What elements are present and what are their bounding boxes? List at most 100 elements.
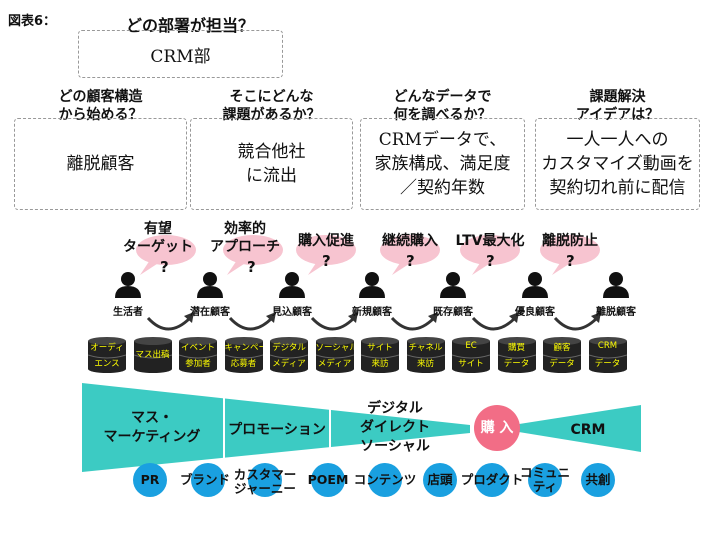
person-icon-body [279, 286, 305, 298]
data-source-line2: エンス [94, 359, 120, 369]
question-mark: ? [247, 258, 256, 276]
speech-bubble-tail [308, 260, 328, 275]
person-icon-body [440, 286, 466, 298]
database-icon: オーディエンス [88, 337, 126, 373]
column-answer-box: 離脱顧客 [14, 118, 187, 210]
touchpoint-label: コンテンツ [353, 472, 417, 487]
question-mark: ? [160, 258, 169, 276]
customer-stage-label: 優良顧客 [515, 307, 555, 318]
database-icon: マス出稿 [133, 337, 172, 373]
touchpoint-circle [191, 463, 225, 497]
data-source-line1: CRM [597, 341, 618, 351]
person-icon-body [197, 286, 223, 298]
data-source-line1: オーディ [90, 343, 124, 353]
database-icon: EC サイト [452, 337, 490, 373]
data-source-line2: 応募者 [230, 359, 257, 369]
speech-bubble-tail [392, 260, 412, 275]
question-mark: ? [322, 252, 331, 270]
stage-arrow [471, 316, 517, 331]
stage-arrow-head [184, 312, 194, 323]
database-icon: イベント参加者 [179, 337, 217, 373]
database-icon: キャンペーン応募者 [224, 337, 263, 373]
column-answer-box: 一人一人への カスタマイズ動画を 契約切れ前に配信 [535, 118, 700, 210]
funnel-right [494, 405, 641, 452]
touchpoint-circle [423, 463, 457, 497]
customer-stage-label: 生活者 [113, 307, 143, 318]
question-mark: ? [486, 252, 495, 270]
stage-arrow-head [348, 312, 358, 323]
speech-bubble [223, 235, 283, 265]
customer-stage-label: 新規顧客 [352, 307, 392, 318]
person-icon [365, 272, 379, 286]
touchpoint-circle [475, 463, 509, 497]
bubble-label: 購入促進 [298, 233, 354, 249]
database-icon: デジタルメディア [270, 337, 308, 373]
question-mark: ? [566, 252, 575, 270]
funnel-left [82, 383, 470, 472]
data-source-line2: メディア [272, 359, 306, 369]
database-icon: ソーシャルメディア [315, 337, 354, 373]
funnel-segment-label: プロモーション [228, 422, 326, 438]
touchpoint-label: ブランド [179, 472, 231, 487]
touchpoint-label: PR [140, 472, 160, 487]
stage-arrow-head [509, 312, 519, 323]
customer-stage-label: 離脱顧客 [596, 307, 636, 318]
touchpoint-circle [133, 463, 167, 497]
speech-bubble-tail [227, 260, 247, 275]
stage-arrow [553, 316, 599, 331]
touchpoint-circle [311, 463, 345, 497]
customer-stage-label: 見込顧客 [272, 307, 312, 318]
column-question: どの顧客構造 から始める？ [58, 89, 143, 123]
speech-bubble-tail [140, 260, 160, 275]
person-icon [285, 272, 299, 286]
stage-arrow [390, 316, 436, 331]
purchase-circle [474, 405, 520, 451]
touchpoint-label: プロダクト [460, 472, 524, 487]
touchpoint-circle [368, 463, 402, 497]
funnel-segment-label: デジタル ダイレクト ソーシャル [360, 400, 430, 455]
column-question: どんなデータで 何を調べるか？ [393, 89, 492, 123]
database-icon: サイト来訪 [361, 337, 399, 373]
question-mark: ? [406, 252, 415, 270]
data-source-line1: チャネル [408, 343, 443, 353]
stage-arrow-head [591, 312, 601, 323]
stage-arrow [228, 316, 274, 331]
data-source-line2: データ [549, 359, 575, 369]
person-icon-body [115, 286, 141, 298]
person-icon [121, 272, 135, 286]
department-answer: CRM部 [78, 30, 283, 78]
purchase-label: 購 入 [480, 420, 514, 436]
speech-bubble [460, 235, 520, 265]
data-source-line1: イベント [180, 343, 215, 353]
stage-arrow [146, 316, 192, 331]
person-icon [609, 272, 623, 286]
data-source-line2: サイト [458, 359, 484, 369]
bubble-label: 効率的 アプローチ [210, 221, 280, 255]
speech-bubble-tail [552, 260, 572, 275]
touchpoint-label: 店頭 [427, 472, 453, 487]
stage-arrow-head [266, 312, 276, 323]
database-icon: チャネル来訪 [406, 337, 445, 373]
column-question: そこにどんな 課題があるか？ [222, 89, 321, 123]
touchpoint-label: 共創 [585, 472, 611, 487]
speech-bubble [296, 235, 356, 265]
speech-bubble [380, 235, 440, 265]
figure-label: 図表6： [8, 14, 57, 29]
data-source-line1: デジタル [272, 343, 306, 353]
crm-label: CRM [570, 422, 606, 438]
touchpoint-circle [581, 463, 615, 497]
database-icon: 購買データ [497, 337, 536, 373]
data-source-line2: 参加者 [185, 359, 211, 369]
customer-stage-label: 既存顧客 [433, 307, 473, 318]
data-source-line1: EC [465, 341, 477, 351]
touchpoint-label: コミュニ ティ [519, 465, 571, 494]
person-icon-body [522, 286, 548, 298]
column-answer-box: CRMデータで、 家族構成、満足度 ／契約年数 [360, 118, 525, 210]
touchpoint-circle [528, 463, 562, 497]
data-source-line1: 購買 [507, 343, 525, 353]
customer-stage-label: 潜在顧客 [190, 307, 230, 318]
touchpoint-circle [248, 463, 282, 497]
stage-arrow-head [428, 312, 438, 323]
